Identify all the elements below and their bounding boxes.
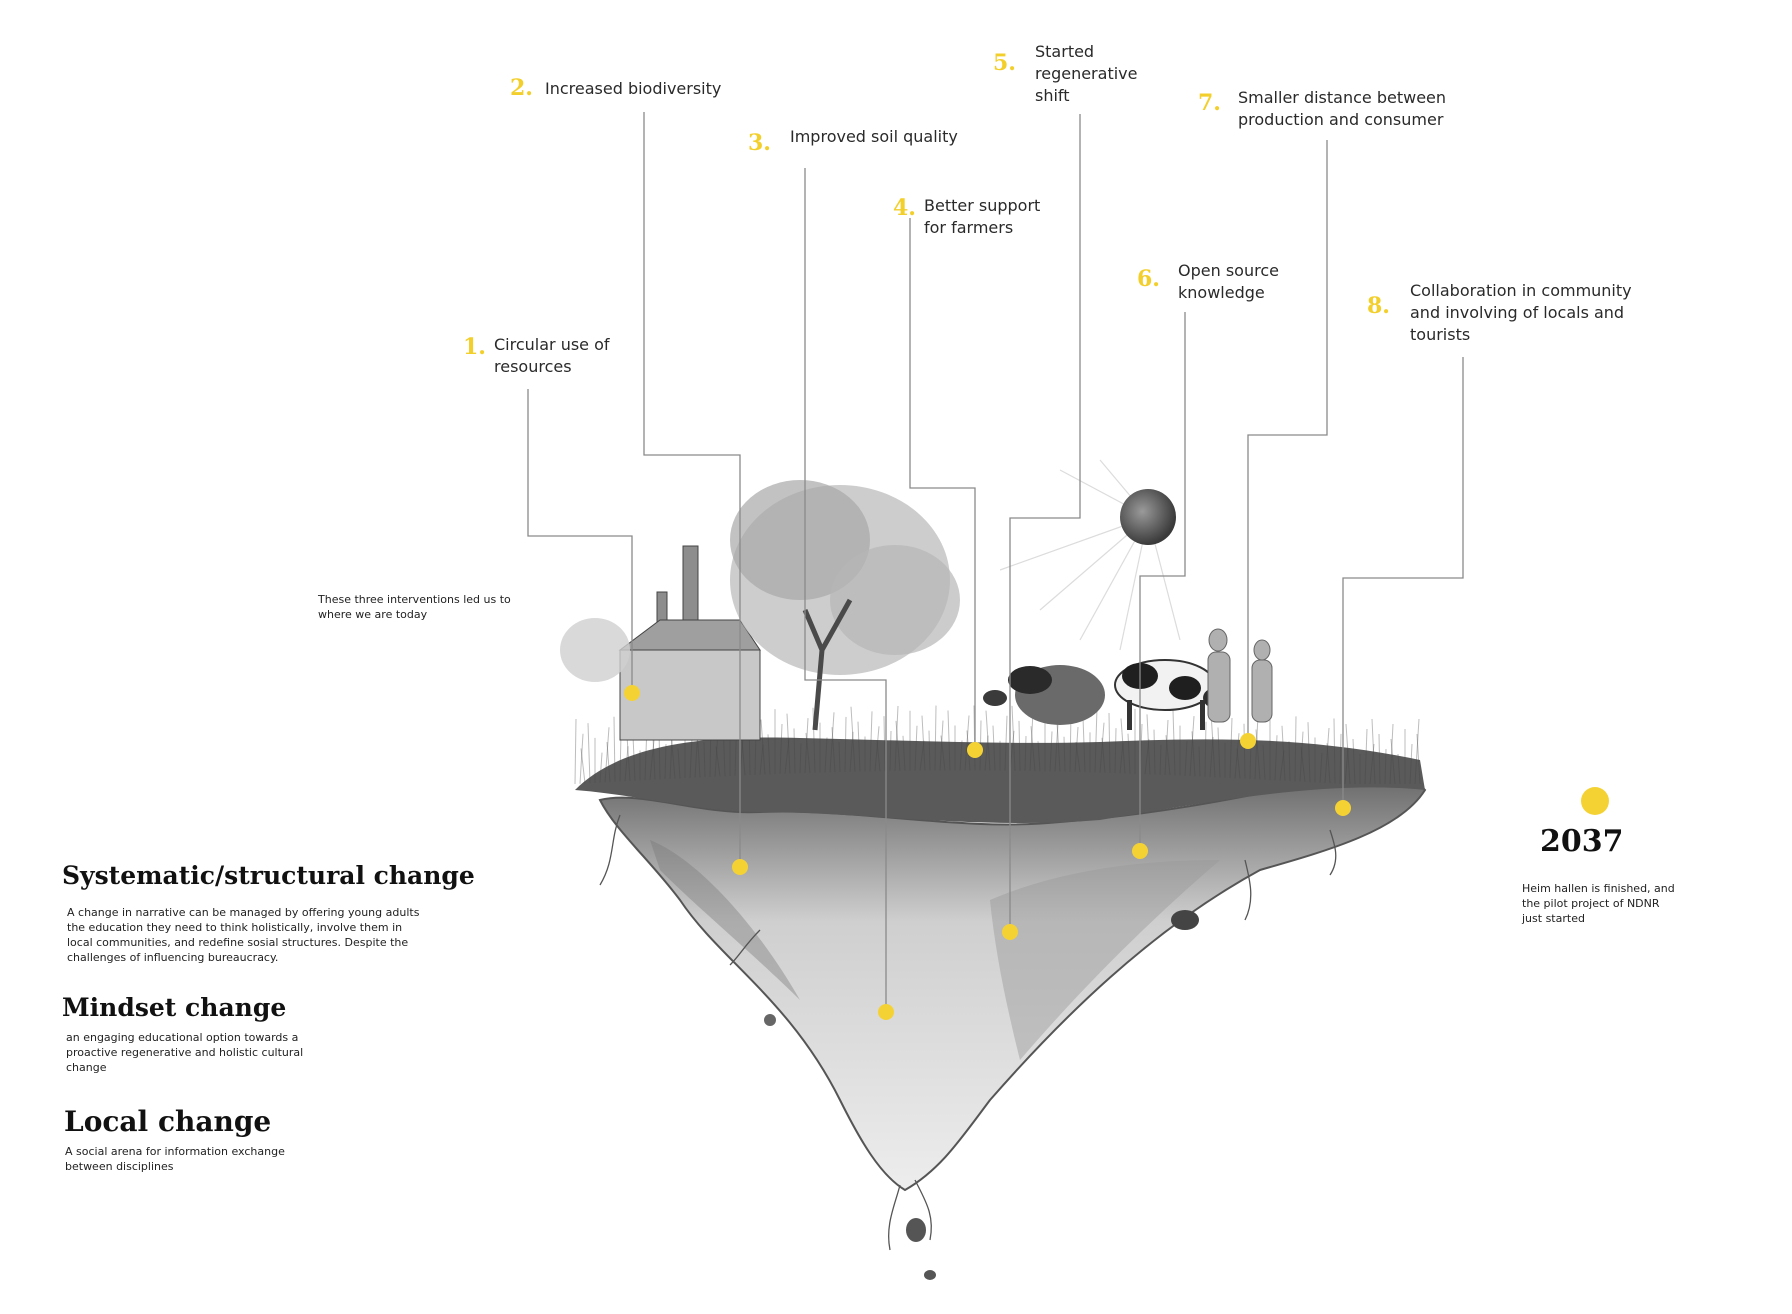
- milestone-description: Heim hallen is finished, and the pilot p…: [1522, 882, 1675, 925]
- marker-2: [732, 859, 748, 875]
- change-title: Systematic/structural change: [62, 861, 475, 890]
- outcome-label: Collaboration in community and involving…: [1410, 281, 1632, 344]
- outcome-label: Open source knowledge: [1178, 261, 1279, 302]
- leader-line-2: [643, 112, 741, 867]
- change-title: Local change: [64, 1105, 272, 1138]
- intro-note: These three interventions led us to wher…: [318, 593, 511, 621]
- outcome-number: 5.: [993, 50, 1016, 76]
- milestone-year: 2037: [1540, 824, 1624, 859]
- leader-line-6: [1139, 312, 1186, 851]
- marker-3: [878, 1004, 894, 1020]
- leader-lines: [527, 112, 1464, 1012]
- markers: [624, 685, 1609, 1020]
- sun-illustration: [999, 459, 1181, 651]
- leader-line-1: [527, 389, 633, 693]
- outcome-label: Better support for farmers: [924, 196, 1041, 237]
- marker-1: [624, 685, 640, 701]
- outcome-label: Circular use of resources: [494, 335, 610, 376]
- leader-line-3: [804, 168, 887, 1012]
- outcome-label: Smaller distance between production and …: [1238, 88, 1447, 129]
- island-soil: [598, 776, 1427, 1192]
- change-description: an engaging educational option towards a…: [66, 1031, 304, 1074]
- marker-5: [1002, 924, 1018, 940]
- leader-line-7: [1247, 140, 1328, 741]
- livestock-illustration: [983, 659, 1227, 730]
- outcome-label: Increased biodiversity: [545, 79, 722, 98]
- leader-line-5: [1009, 114, 1081, 932]
- marker-7: [1240, 733, 1256, 749]
- change-description: A social arena for information exchange …: [65, 1145, 285, 1173]
- leader-line-8: [1342, 357, 1464, 808]
- outcome-number: 8.: [1367, 293, 1390, 319]
- marker-8: [1335, 800, 1351, 816]
- change-description: A change in narrative can be managed by …: [67, 906, 420, 964]
- change-title: Mindset change: [62, 993, 287, 1022]
- outcome-label: Improved soil quality: [790, 127, 958, 146]
- milestone-marker: [1581, 787, 1609, 815]
- marker-4: [967, 742, 983, 758]
- tree-illustration: [730, 480, 960, 731]
- outcome-number: 3.: [748, 130, 771, 156]
- leader-line-4: [909, 218, 976, 750]
- outcome-label: Started regenerative shift: [1035, 42, 1138, 105]
- outcome-number: 4.: [893, 195, 916, 221]
- outcome-number: 2.: [510, 75, 533, 101]
- outcome-number: 1.: [463, 334, 486, 360]
- grass-strokes: [574, 705, 1421, 785]
- marker-6: [1132, 843, 1148, 859]
- outcome-number: 7.: [1198, 90, 1221, 116]
- outcome-number: 6.: [1137, 266, 1160, 292]
- island-sketch: [560, 459, 1427, 1280]
